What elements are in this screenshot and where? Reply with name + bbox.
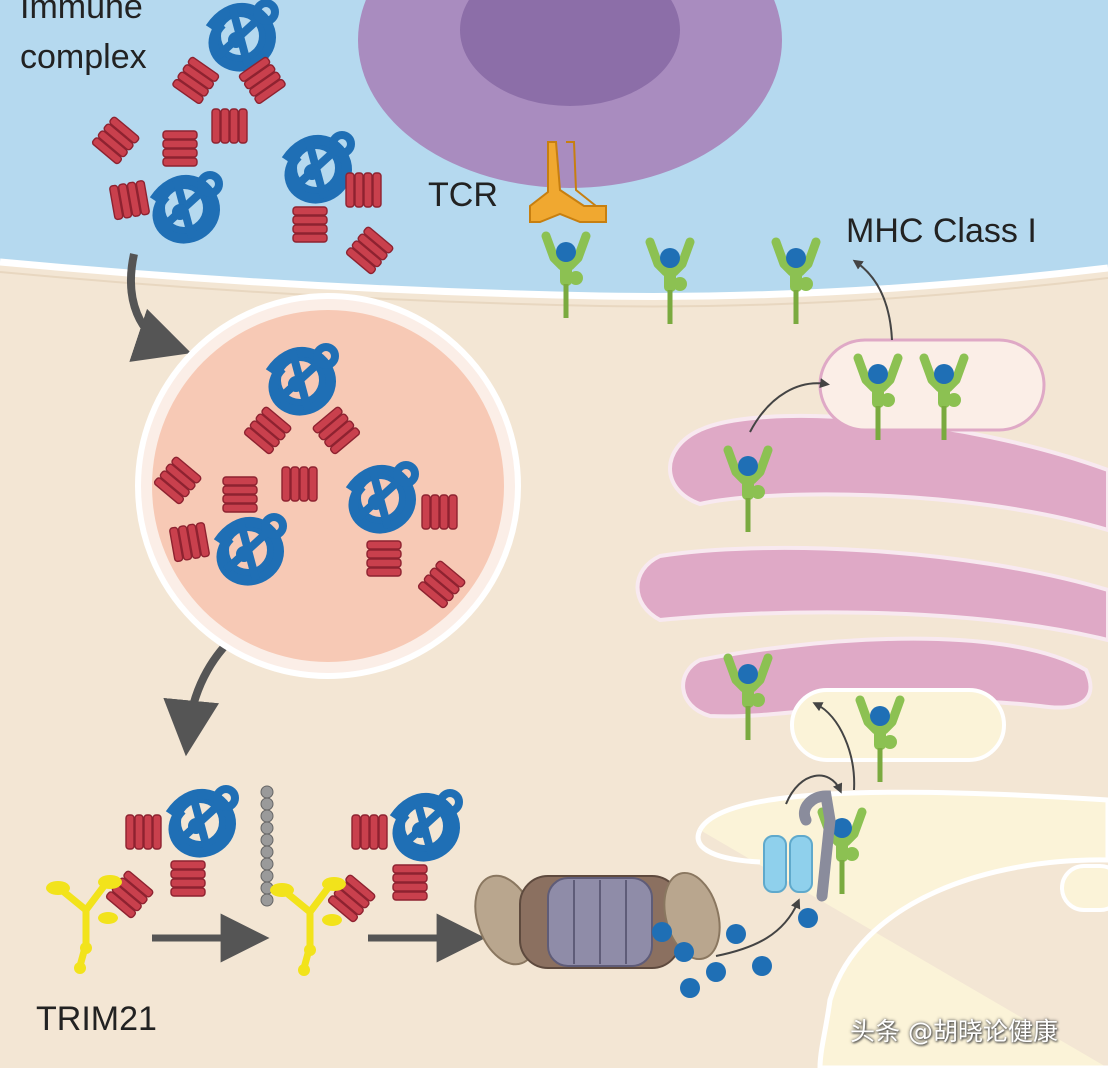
endosome: [135, 293, 521, 679]
trim21-label: TRIM21: [36, 1000, 157, 1038]
export-arrow-2: [852, 259, 893, 341]
proteasome: [474, 871, 721, 969]
trim21-complex-1: [46, 789, 235, 974]
tap-transporter: [763, 835, 813, 893]
tcr-receptor: [529, 141, 607, 223]
tapasin: [799, 790, 836, 902]
peptides: [652, 908, 818, 998]
transport-arrow: [715, 898, 801, 957]
loading-arrow: [785, 774, 843, 805]
mhc-class-i-label: MHC Class I: [846, 212, 1037, 250]
plasma-membrane: [0, 258, 1108, 300]
internalization-arrow: [127, 253, 192, 362]
export-arrow-3: [812, 702, 856, 791]
t-cell: [358, 0, 782, 188]
immune-complex-label-line1: Immune: [20, 0, 143, 26]
tcr-label: TCR: [428, 176, 498, 214]
immune-complex-label-line2: complex: [20, 38, 147, 76]
trim21-complex-2: [270, 793, 459, 976]
watermark: 头条 @胡晓论健康: [850, 1017, 1058, 1046]
ubiquitin-chain: [260, 785, 274, 907]
export-arrow-1: [749, 378, 830, 433]
er-golgi: [635, 338, 1108, 1068]
